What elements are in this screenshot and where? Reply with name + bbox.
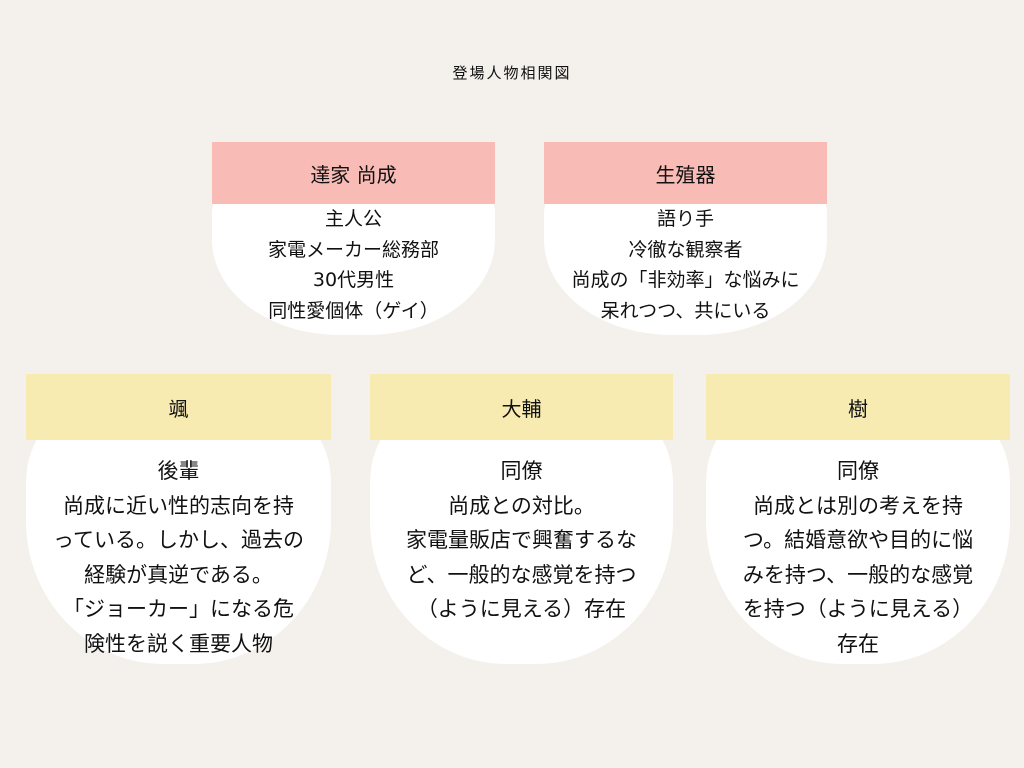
card-line: 険性を説く重要人物 xyxy=(84,631,273,656)
card-line: 30代男性 xyxy=(312,269,395,291)
card-header: 生殖器 xyxy=(544,142,827,204)
card-line: 同僚 xyxy=(500,459,543,483)
character-card-seishokuki: 生殖器 語り手 冷徹な観察者 尚成の「非効率」な悩みに 呆れつつ、共にいる xyxy=(544,142,827,335)
card-line: 家電量販店で興奮するな xyxy=(406,528,637,552)
card-line: 尚成に近い性的志向を持 xyxy=(63,493,294,518)
diagram-title: 登場人物相関図 xyxy=(452,64,572,82)
card-header: 大輔 xyxy=(370,374,673,440)
card-body xyxy=(706,404,1010,664)
character-card-naonari: 達家 尚成 主人公 家電メーカー総務部 30代男性 同性愛個体（ゲイ） xyxy=(212,142,495,335)
card-body xyxy=(370,404,673,664)
card-line: を持つ（ように見える） xyxy=(742,597,974,621)
card-line: 同僚 xyxy=(837,459,879,483)
character-card-daisuke: 大輔 同僚 尚成との対比。 家電量販店で興奮するな ど、一般的な感覚を持つ （よ… xyxy=(370,374,673,664)
card-line: 尚成の「非効率」な悩みに xyxy=(571,269,800,291)
card-line: 同性愛個体（ゲイ） xyxy=(268,299,439,322)
card-line: 存在 xyxy=(837,631,879,656)
card-body xyxy=(26,404,331,664)
card-line: 家電メーカー総務部 xyxy=(267,238,439,261)
card-line: みを持つ、一般的な感覚 xyxy=(742,562,974,587)
card-line: つ。結婚意欲や目的に悩 xyxy=(742,528,974,552)
card-line: ど、一般的な感覚を持つ xyxy=(406,562,637,587)
card-line: 主人公 xyxy=(324,208,382,230)
card-line: 尚成とは別の考えを持 xyxy=(753,493,963,518)
card-line: 冷徹な観察者 xyxy=(628,238,743,261)
card-line: 尚成との対比。 xyxy=(448,493,595,518)
character-card-hayate: 颯 後輩 尚成に近い性的志向を持 っている。しかし、過去の 経験が真逆である。 … xyxy=(26,374,331,664)
card-header: 樹 xyxy=(706,374,1010,440)
character-card-itsuki: 樹 同僚 尚成とは別の考えを持 つ。結婚意欲や目的に悩 みを持つ、一般的な感覚 … xyxy=(706,374,1010,664)
card-line: っている。しかし、過去の xyxy=(53,528,304,552)
card-line: 経験が真逆である。 xyxy=(84,562,273,587)
card-header: 達家 尚成 xyxy=(212,142,495,204)
card-line: 呆れつつ、共にいる xyxy=(600,299,771,322)
card-line: （ように見える）存在 xyxy=(416,597,627,621)
card-line: 語り手 xyxy=(656,208,714,230)
card-line: 「ジョーカー」になる危 xyxy=(63,597,294,621)
card-header: 颯 xyxy=(26,374,331,440)
card-line: 後輩 xyxy=(157,459,200,483)
